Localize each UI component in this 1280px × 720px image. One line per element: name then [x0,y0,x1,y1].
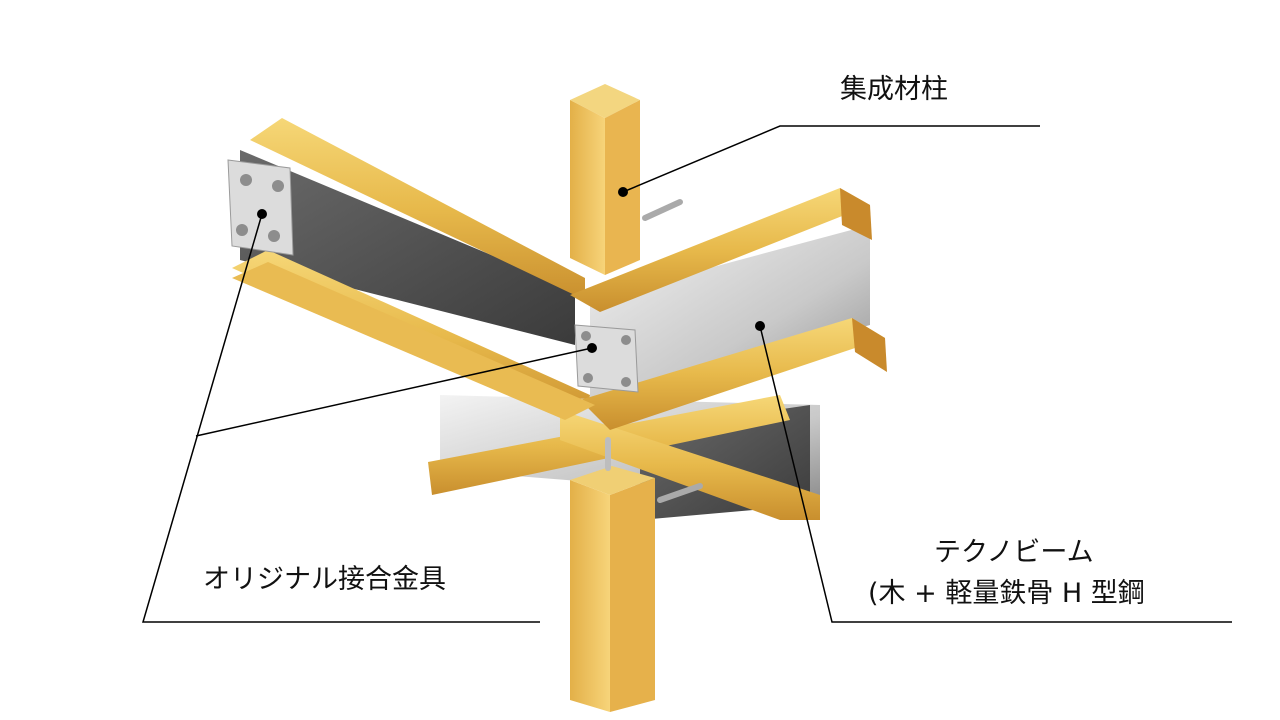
bolt-icon [272,180,284,192]
bolt-icon [621,377,631,387]
fitting-plate-center [574,324,639,393]
column-top-left [570,100,605,275]
column-bottom-right [610,478,655,712]
plate-left-body [227,159,294,256]
beam-lower-right-flange [560,410,820,520]
beam-front-right-web [590,225,870,400]
column-bottom-left [570,480,610,712]
bolt-icon [268,230,280,242]
label-fitting: オリジナル接合金具 [203,564,446,595]
beam-front-left-lower [232,262,595,420]
bolt-icon [240,174,252,186]
label-beam-description: (木 + 軽量鉄骨 H 型鋼 [868,578,1145,609]
bolt-icon [621,335,631,345]
pin-icon [642,199,683,221]
beam-front-left-flange [232,262,595,420]
leader-line-beam [759,325,1232,623]
leader-line-column [622,125,1040,193]
leader-lines [142,125,1232,623]
beam-front-right-top-flange [570,188,870,312]
leader-line-fitting-center [195,347,593,437]
label-column: 集成材柱 [840,74,948,105]
bolt-icon [583,373,593,383]
beam-back-left-web [240,150,575,345]
bolt-icon [581,331,591,341]
column-top-face [570,84,640,118]
beam-front-right-top-end [840,188,872,240]
beam-back-left-top-flange [250,118,585,300]
fitting-plate-left [227,159,294,256]
pin-pieces [605,199,703,503]
column-top [570,84,640,275]
leader-line-fitting-left [142,213,540,623]
bolt-icon [236,224,248,236]
beam-front-right-bottom-end [852,318,887,372]
label-beam-title: テクノビーム [934,537,1094,568]
beam-front-right-bottom-flange [580,318,885,430]
column-bottom [570,466,655,712]
beam-front-right [570,188,887,430]
pin-icon [657,483,703,503]
column-bottom-top-face [570,466,655,495]
